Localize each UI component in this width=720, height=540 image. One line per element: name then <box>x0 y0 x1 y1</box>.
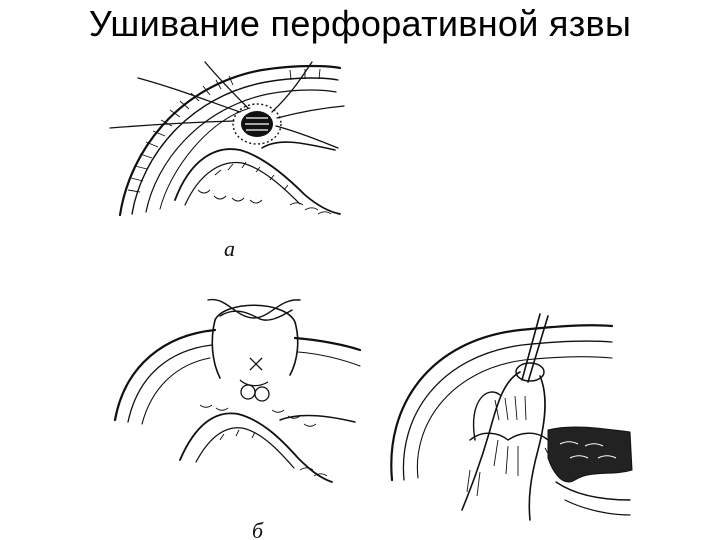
figure-b-left-knot-loop <box>207 298 301 319</box>
figure-a-wall-hatching <box>127 68 321 193</box>
figure-a-wall-layer <box>159 107 251 210</box>
figure-b-left-duodenum-fold <box>179 412 333 483</box>
figure-a-wall-layer <box>145 89 337 213</box>
figure-a-tissue-texture <box>197 161 332 215</box>
figure-a-wall-layer <box>131 77 339 215</box>
figure-b-right-lower-fold <box>555 481 631 501</box>
figure-a-duodenum-fold <box>174 148 341 215</box>
figure-b-left-knot-loop <box>219 309 293 321</box>
figure-b-label: б <box>252 518 264 540</box>
figure-b-left-wall-layer <box>141 357 211 425</box>
figure-a-ulcer-rim <box>232 103 282 145</box>
figure-a-wall-outer <box>118 64 342 217</box>
figure-b-right-instrument <box>527 315 549 383</box>
figure-a-suture-threads <box>109 61 345 149</box>
figure-b-left-illustration <box>113 298 362 483</box>
figure-b-right-omentum-plug <box>461 371 521 511</box>
figure-a-duodenum-inner <box>184 161 301 206</box>
figure-b-right-mass-highlights <box>559 441 617 459</box>
figure-b-left-sutured-ulcer <box>239 357 270 402</box>
figure-b-left-purse-string <box>214 304 299 376</box>
figure-a-label: а <box>224 236 235 261</box>
figure-b-right-suture-loop <box>472 391 501 441</box>
figure-b-right-wall-layer <box>416 356 613 479</box>
figure-b-left-wall-outer <box>113 328 217 422</box>
figure-b-left-tissue-texture <box>199 404 328 477</box>
figure-b-left-wall-outer <box>293 336 362 352</box>
figure-b-right-lower-fold <box>564 499 631 516</box>
figure-b-right-suture-knots <box>469 432 549 441</box>
figure-a-illustration <box>109 61 345 217</box>
figure-a-suture-marks <box>245 117 269 131</box>
figure-b-left-purse-string <box>211 319 221 379</box>
figure-b-right-wall-layer <box>402 340 613 481</box>
figure-b-right-wall-outer <box>390 324 614 482</box>
figure-b-right-omentum-plug <box>528 375 546 521</box>
slide-title: Ушивание перфоративной язвы <box>88 3 632 44</box>
figure-a-ligament <box>261 141 336 151</box>
figure-b-left-ligament <box>279 414 356 423</box>
figure-b-left-duodenum-inner <box>195 427 295 469</box>
figure-b-right-tissue-texture <box>466 395 568 497</box>
figure-b-right-illustration <box>390 313 633 521</box>
figure-b-right-instrument <box>521 313 541 381</box>
figure-b-left-wall-layer <box>127 344 213 423</box>
figure-b-left-wall-layer <box>297 351 361 367</box>
figure-b-right-plug-tip <box>515 362 545 382</box>
figure-b-right-tissue-mass <box>547 426 633 483</box>
